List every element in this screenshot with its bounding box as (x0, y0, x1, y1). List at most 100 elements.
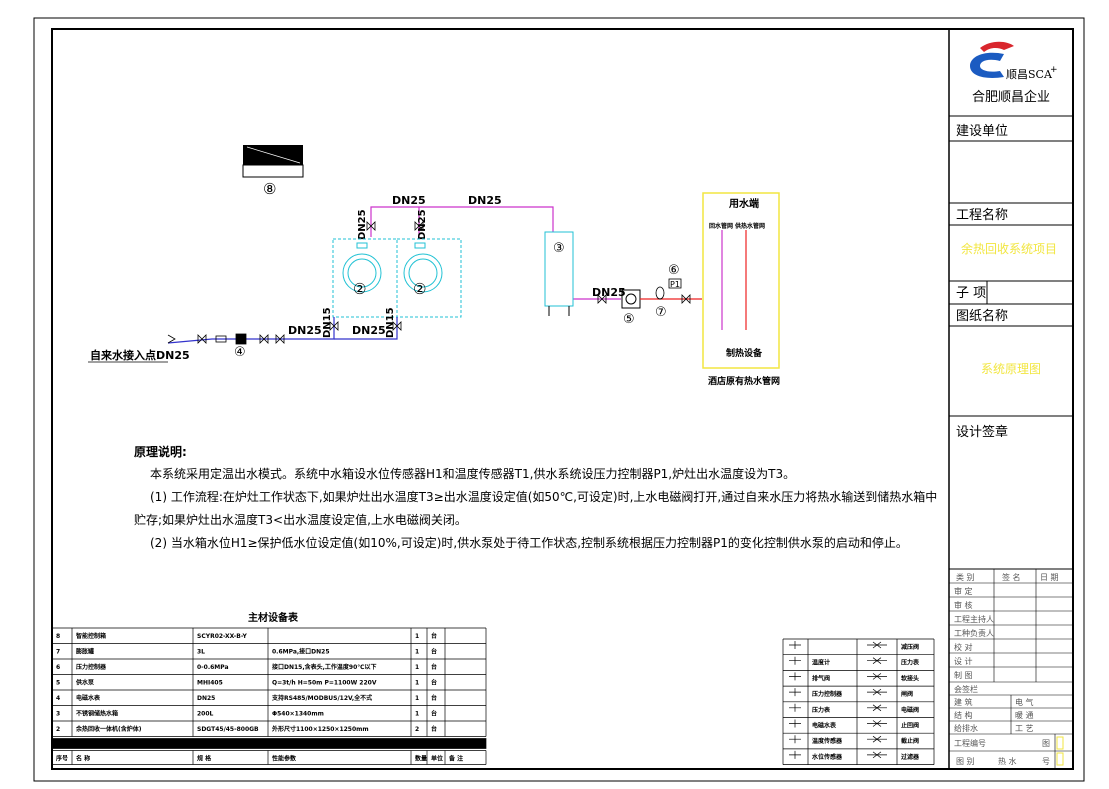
legend-symbol-icon (789, 719, 801, 728)
principle-notes: 原理说明: 本系统采用定温出水模式。系统中水箱设水位传感器H1和温度传感器T1,… (134, 444, 937, 550)
countersign-right: 暖 通 (1015, 710, 1034, 720)
legend-label: 压力表 (812, 706, 831, 714)
valve-icon (414, 221, 424, 231)
legend-symbol-icon (867, 673, 887, 680)
legend-label: 温度传感器 (812, 737, 843, 745)
company-logo: 顺昌SCA + 合肥顺昌企业 (970, 41, 1058, 105)
legend-label: 压力表 (901, 659, 920, 667)
table-header-cell: 序号 (55, 755, 68, 763)
dn25-vertical-label: DN25 (417, 209, 428, 240)
use-end-label: 用水端 (728, 197, 759, 210)
countersign-right: 工 艺 (1015, 724, 1034, 733)
sign-row: 审 核 (954, 600, 973, 610)
countersign-right: 电 气 (1015, 697, 1034, 707)
legend-symbol-icon (789, 672, 801, 681)
table-cell: 6 (56, 664, 60, 671)
table-cell: 1 (415, 711, 419, 718)
table-cell: 接口DN15,含表头,工作温度90℃以下 (271, 663, 377, 671)
system-diagram: ⑧ DN25 DN25 DN25 DN25 ② (88, 145, 780, 387)
table-cell: 7 (56, 649, 60, 656)
drawing-no-label: 工程编号 (954, 738, 986, 748)
table-header-cell: 规 格 (197, 755, 212, 763)
legend-symbol-icon (867, 720, 887, 727)
valve-icon (392, 321, 402, 331)
notes-heading: 原理说明: (134, 444, 187, 459)
countersign-left: 建 筑 (954, 697, 973, 707)
table-cell: 台 (431, 663, 437, 671)
legend-symbol-icon (867, 657, 887, 664)
heat-recovery-unit: ② (332, 238, 398, 318)
signature-grid (949, 569, 1073, 769)
hotel-network-label: 酒店原有热水管网 (708, 375, 780, 387)
legend-symbol-icon (789, 656, 801, 665)
hot-water-pipe (370, 206, 621, 300)
legend-symbol-icon (789, 750, 801, 759)
sign-header-date: 日 期 (1040, 573, 1059, 582)
bottom-no: 号 (1042, 757, 1050, 766)
notes-paragraph: (1) 工作流程:在炉灶工作状态下,如果炉灶出水温度T3≥出水温度设定值(如50… (150, 489, 937, 504)
gate-valve-icon (197, 334, 207, 344)
cold-water-pipe (167, 317, 398, 344)
legend-label: 电磁阀 (901, 706, 919, 714)
use-end: 用水端 回水管网 供热水管网 制热设备 (702, 192, 780, 369)
project-name-value: 余热回收系统项目 (961, 241, 1057, 256)
legend-symbol-icon (789, 641, 801, 649)
sign-row: 校 对 (954, 642, 973, 652)
table-cell: 余热回收一体机(含炉体) (75, 725, 142, 733)
sign-row: 工程主持人 (954, 614, 994, 624)
tag-8: ⑧ (263, 180, 276, 198)
bottom-discipline: 热 水 (998, 756, 1017, 766)
storage-tank: ③ (544, 231, 574, 316)
supply-pipe-label: 供热水管网 (734, 222, 765, 230)
tag-7: ⑦ (655, 305, 667, 320)
legend-symbol-icon (867, 704, 887, 712)
legend-symbol-icon (789, 688, 801, 697)
dn25-label: DN25 (392, 194, 426, 207)
notes-paragraph: 贮存;如果炉灶出水温度T3<出水温度设定值,上水电磁阀关闭。 (134, 512, 467, 527)
check-valve-icon (259, 334, 269, 344)
table-cell: 支持RS485/MODBUS/12V,全不式 (271, 694, 372, 702)
dn25-label: DN25 (592, 286, 626, 299)
title-block: 顺昌SCA + 合肥顺昌企业 建设单位 工程名称 余热回收系统项目 子 项 图纸… (948, 29, 1073, 769)
table-cell: 台 (431, 725, 437, 733)
company-name: 合肥顺昌企业 (972, 89, 1050, 105)
table-cell: 1 (415, 680, 419, 687)
tag-6: ⑥ (668, 263, 680, 278)
table-cell: 3L (197, 649, 205, 656)
legend-label: 排气阀 (812, 674, 830, 682)
inner-frame (51, 28, 1074, 770)
valve-icon (329, 321, 339, 331)
table-cell: 压力控制器 (76, 663, 107, 671)
sign-row: 审 定 (954, 586, 973, 596)
dn25-label: DN25 (352, 324, 386, 337)
notes-paragraph: (2) 当水箱水位H1≥保护低水位设定值(如10%,可设定)时,供水泵处于待工作… (150, 535, 908, 550)
table-cell: Φ540×1340mm (272, 711, 324, 718)
countersign-left: 给排水 (954, 723, 978, 733)
table-header-cell: 数量 (415, 755, 427, 763)
sign-row: 制 图 (954, 670, 973, 680)
valve-icon (681, 294, 691, 304)
table-cell: 台 (431, 710, 437, 718)
legend-label: 水位传感器 (812, 753, 843, 761)
table-header-cell: 备 注 (448, 755, 463, 763)
tag-5: ⑤ (623, 312, 635, 327)
table-title: 主材设备表 (248, 611, 299, 624)
dn25-label: DN25 (468, 194, 502, 207)
legend-symbol-icon (867, 688, 887, 696)
sign-row: 工种负责人 (954, 628, 994, 638)
return-pipe-label: 回水管网 (709, 222, 733, 230)
table-cell: 1 (415, 633, 419, 640)
table-cell: SDGT45/45-800GB (197, 726, 259, 733)
table-header-cell: 单位 (431, 755, 443, 763)
valve-icon (597, 294, 607, 304)
tag-4: ④ (234, 345, 246, 360)
legend-symbol-icon (789, 735, 801, 744)
tag-3: ③ (553, 241, 565, 256)
logo-text: 顺昌SCA (1006, 68, 1053, 81)
inlet-label: 自来水接入点DN25 (90, 348, 190, 362)
legend-symbol-icon (789, 703, 801, 712)
notes-paragraph: 本系统采用定温出水模式。系统中水箱设水位传感器H1和温度传感器T1,供水系统设压… (150, 466, 795, 481)
pressure-controller-icon (668, 278, 682, 289)
